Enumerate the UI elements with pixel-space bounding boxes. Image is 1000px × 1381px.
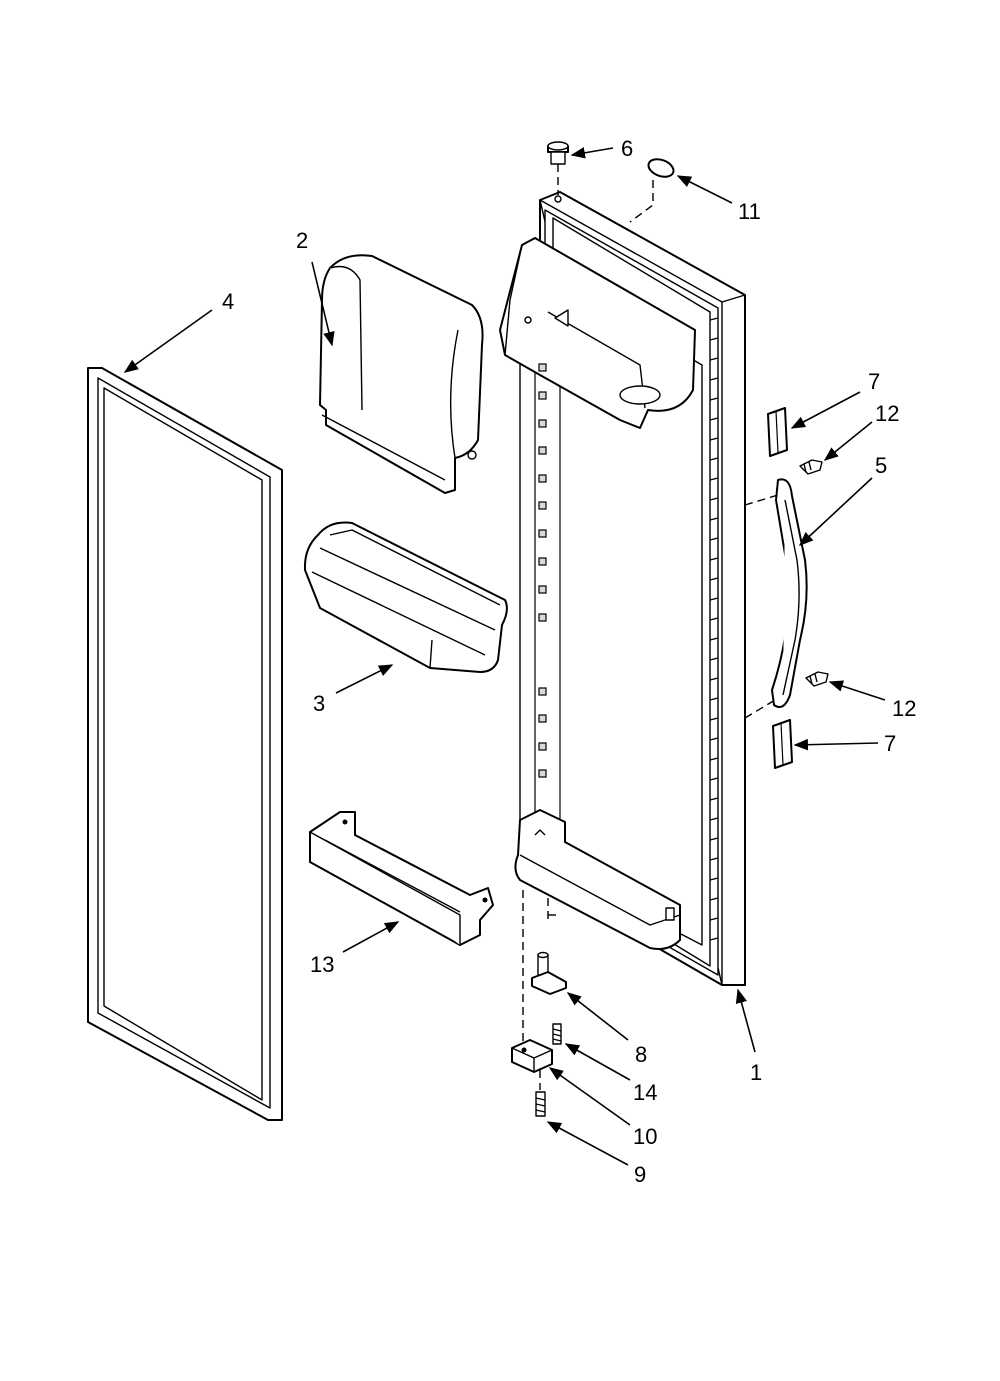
callout-7a: 7 — [868, 369, 880, 394]
handle-cap-bottom-part — [772, 719, 793, 769]
callout-5: 5 — [875, 453, 887, 478]
leader-3 — [335, 664, 394, 694]
screw-top-part — [799, 459, 823, 475]
hinge-block-part — [511, 1039, 553, 1073]
callout-6: 6 — [621, 136, 633, 161]
leader-4 — [123, 309, 213, 373]
lower-hinge-part — [522, 890, 567, 1060]
callout-14: 14 — [633, 1080, 657, 1105]
shelf-front-part — [309, 811, 494, 946]
leader-12a — [823, 421, 873, 461]
callout-13: 13 — [310, 952, 334, 977]
hole-plug-part — [629, 158, 675, 223]
shelf-slots — [538, 363, 547, 778]
leader-9 — [546, 1121, 629, 1166]
callout-12a: 12 — [875, 401, 899, 426]
refrigerator-door-part — [499, 191, 746, 986]
screw-bottom-part — [805, 671, 829, 687]
leader-1 — [735, 988, 756, 1053]
door-edge-hatch — [709, 317, 719, 941]
handle-cap-top-part — [767, 407, 788, 457]
leader-lines — [123, 147, 886, 1166]
bottom-screw-part — [535, 1070, 546, 1117]
callout-9: 9 — [634, 1162, 646, 1187]
door-gasket-part — [87, 367, 283, 1121]
callout-1: 1 — [750, 1060, 762, 1085]
callout-2: 2 — [296, 228, 308, 253]
leader-11 — [676, 175, 733, 204]
leader-7a — [790, 391, 861, 429]
callout-11: 11 — [738, 199, 761, 224]
callout-labels: 1 2 3 4 5 6 7 7 8 9 10 11 12 12 13 14 — [222, 136, 916, 1187]
leader-5 — [798, 477, 873, 546]
leader-7b — [793, 738, 879, 751]
leader-12b — [828, 680, 886, 701]
callout-7b: 7 — [884, 731, 896, 756]
leader-10 — [548, 1067, 631, 1126]
hinge-bushing-part — [547, 141, 569, 203]
leader-8 — [566, 992, 629, 1041]
leader-14 — [564, 1043, 631, 1081]
leader-13 — [342, 921, 400, 953]
leader-2 — [311, 261, 335, 347]
callout-3: 3 — [313, 691, 325, 716]
door-handle-part — [744, 478, 808, 719]
callout-10: 10 — [633, 1124, 657, 1149]
callout-8: 8 — [635, 1042, 647, 1067]
leader-6 — [570, 147, 614, 159]
callout-12b: 12 — [892, 696, 916, 721]
callout-4: 4 — [222, 289, 234, 314]
door-bin-part — [303, 521, 508, 673]
hinge-screw-part — [552, 1023, 562, 1045]
dairy-bin-part — [319, 254, 484, 494]
